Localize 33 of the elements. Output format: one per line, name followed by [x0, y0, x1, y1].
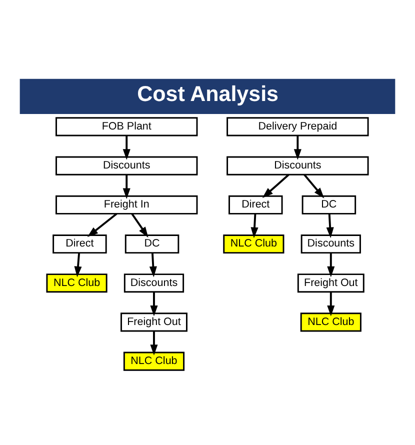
- node-box: Discounts: [300, 234, 361, 254]
- node-box: NLC Club: [46, 274, 108, 293]
- arrow: [326, 214, 334, 238]
- arrow: [122, 136, 130, 160]
- node-box: Direct: [228, 195, 283, 214]
- node-box: Delivery Prepaid: [226, 117, 369, 136]
- diagram-title: Cost Analysis: [137, 82, 279, 106]
- node-box: NLC Club: [300, 312, 362, 332]
- arrow: [327, 292, 335, 316]
- node-box: Discounts: [56, 156, 198, 176]
- node-box: FOB Plant: [56, 117, 198, 136]
- arrow: [131, 213, 148, 238]
- arrow: [150, 331, 158, 356]
- node-box: NLC Club: [223, 234, 284, 254]
- arrow: [150, 292, 158, 316]
- arrow: [327, 252, 335, 278]
- node-box: Direct: [52, 234, 107, 254]
- node-box: Freight In: [56, 195, 198, 214]
- arrow: [250, 214, 258, 238]
- arrow: [262, 174, 290, 198]
- arrow: [74, 252, 82, 278]
- arrow: [304, 174, 324, 198]
- arrow: [122, 174, 130, 200]
- arrow: [87, 213, 118, 237]
- node-box: Freight Out: [297, 274, 364, 293]
- node-box: DC: [302, 195, 356, 214]
- node-box: Discounts: [124, 274, 184, 293]
- node-box: Freight Out: [120, 312, 188, 332]
- node-box: DC: [124, 234, 180, 254]
- arrow: [149, 252, 157, 278]
- node-box: Discounts: [226, 156, 369, 176]
- node-box: NLC Club: [123, 352, 185, 371]
- arrow: [294, 136, 302, 160]
